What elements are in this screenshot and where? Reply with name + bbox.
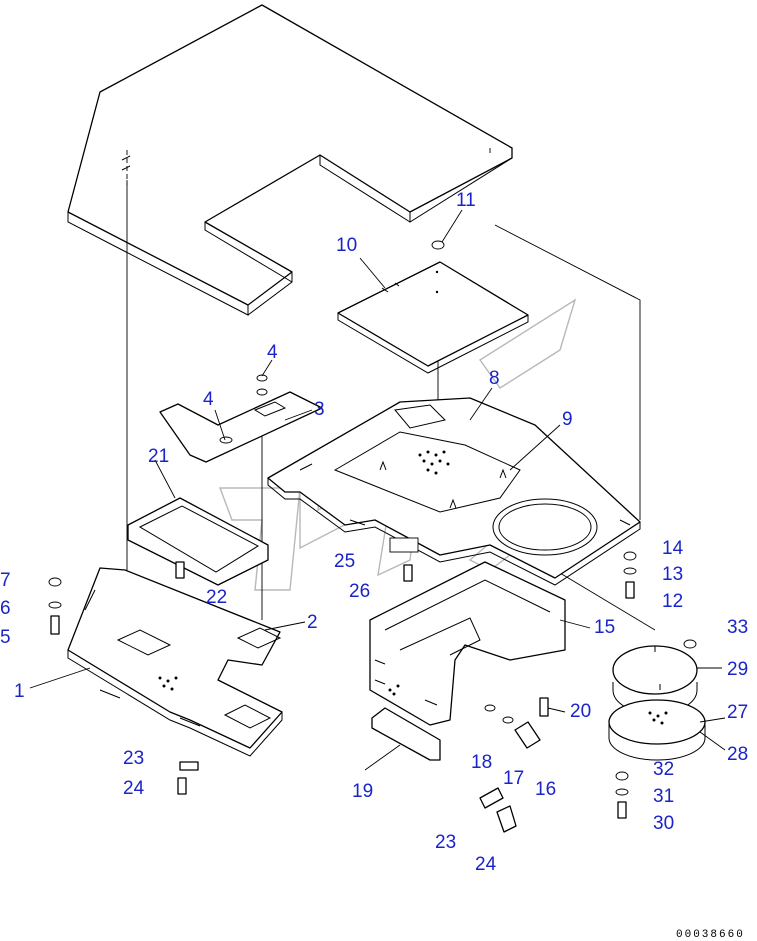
- callout-15: 15: [594, 617, 615, 638]
- callout-24a: 24: [123, 778, 145, 799]
- callout-18: 18: [471, 752, 492, 773]
- floor-plate-1: [67, 567, 283, 757]
- callout-24b: 24: [475, 854, 497, 875]
- seal-frame-21: [127, 497, 269, 586]
- callout-9: 9: [562, 409, 573, 430]
- callout-12: 12: [662, 591, 683, 612]
- callout-30: 30: [653, 813, 674, 834]
- callout-3: 3: [314, 399, 325, 420]
- callout-22: 22: [206, 587, 227, 608]
- plate-3: [159, 388, 323, 463]
- callout-1: 1: [14, 681, 25, 702]
- callout-7: 7: [0, 570, 11, 591]
- washer-11-icon: [431, 240, 445, 250]
- callout-17: 17: [503, 768, 524, 789]
- callout-20: 20: [570, 701, 591, 722]
- callout-leaders: [29, 209, 726, 771]
- callout-23b: 23: [435, 832, 456, 853]
- round-cover-29: [612, 645, 698, 715]
- callout-19: 19: [352, 781, 373, 802]
- callout-13: 13: [662, 564, 683, 585]
- callout-10: 10: [336, 235, 357, 256]
- callout-23a: 23: [123, 748, 144, 769]
- callout-33: 33: [727, 617, 748, 638]
- roof-panel: [67, 4, 513, 316]
- callout-25: 25: [334, 551, 355, 572]
- callout-29: 29: [727, 659, 748, 680]
- callout-31: 31: [653, 786, 674, 807]
- callout-labels: 1 2 3 4 4 5 6 7 8 9 10 11 12 13 14 15 16…: [0, 190, 748, 875]
- document-id: 00038660: [676, 929, 745, 941]
- callout-28: 28: [727, 744, 748, 765]
- fasteners: [48, 374, 697, 833]
- callout-32: 32: [653, 759, 674, 780]
- callout-2: 2: [307, 612, 318, 633]
- callout-14: 14: [662, 538, 684, 559]
- strip-19: [371, 707, 441, 761]
- callout-21: 21: [148, 446, 169, 467]
- round-cover-27-28: [608, 699, 706, 761]
- callout-8: 8: [489, 368, 500, 389]
- floor-plate-8: [267, 397, 641, 586]
- callout-4b: 4: [267, 342, 278, 363]
- callout-4a: 4: [203, 389, 214, 410]
- callout-27: 27: [727, 702, 748, 723]
- callout-16: 16: [535, 779, 556, 800]
- callout-5: 5: [0, 627, 11, 648]
- callout-11: 11: [456, 190, 476, 211]
- mat-pad: [337, 261, 529, 374]
- callout-26: 26: [349, 581, 370, 602]
- callout-6: 6: [0, 598, 11, 619]
- side-panel-15: [369, 561, 566, 726]
